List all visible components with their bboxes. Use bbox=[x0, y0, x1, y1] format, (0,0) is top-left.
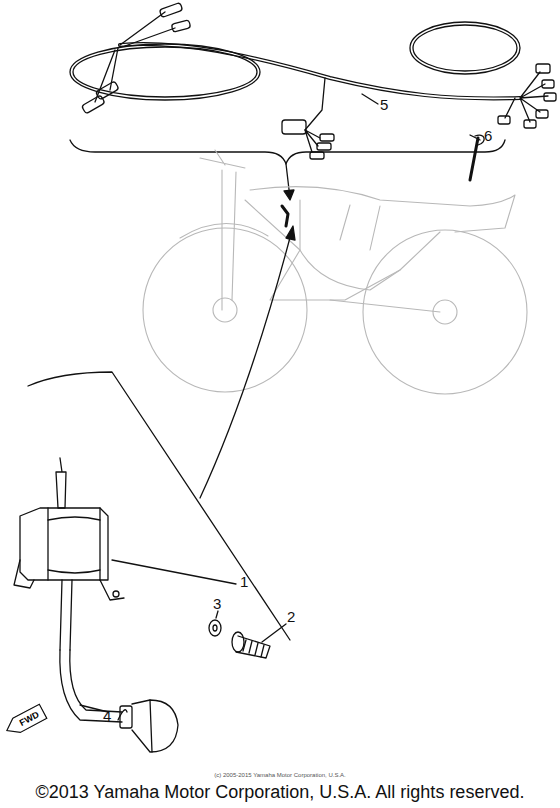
callout-number: 5 bbox=[380, 97, 388, 112]
callout-number: 6 bbox=[484, 128, 492, 143]
callout-number: 3 bbox=[213, 596, 221, 611]
leader-line bbox=[470, 135, 480, 140]
cable-band bbox=[470, 135, 484, 180]
direction-arrow: FWD bbox=[2, 703, 48, 739]
washer bbox=[209, 620, 221, 636]
leader-line bbox=[262, 624, 286, 642]
leader-line bbox=[112, 560, 236, 584]
screw bbox=[232, 632, 270, 658]
leader-line bbox=[118, 710, 127, 720]
leader-line bbox=[362, 94, 378, 104]
copyright-caption: ©2013 Yamaha Motor Corporation, U.S.A. A… bbox=[36, 783, 525, 801]
callout-number: 4 bbox=[103, 708, 111, 723]
watermark: (c) 2005-2015 Yamaha Motor Corporation, … bbox=[214, 772, 346, 778]
group-bracket bbox=[28, 372, 290, 640]
leader-line bbox=[216, 611, 218, 618]
location-arrow bbox=[200, 230, 292, 498]
arrowhead bbox=[286, 226, 295, 240]
coil-location bbox=[282, 206, 288, 226]
washer bbox=[213, 625, 217, 631]
callout-number: 2 bbox=[287, 609, 295, 624]
wire-harness bbox=[70, 2, 556, 159]
arrowhead bbox=[284, 190, 294, 200]
callout-number: 1 bbox=[240, 574, 248, 589]
plug-cap bbox=[60, 650, 178, 752]
group-bracket bbox=[70, 140, 505, 164]
motorcycle-outline bbox=[143, 150, 527, 394]
ignition-coil bbox=[14, 458, 124, 650]
